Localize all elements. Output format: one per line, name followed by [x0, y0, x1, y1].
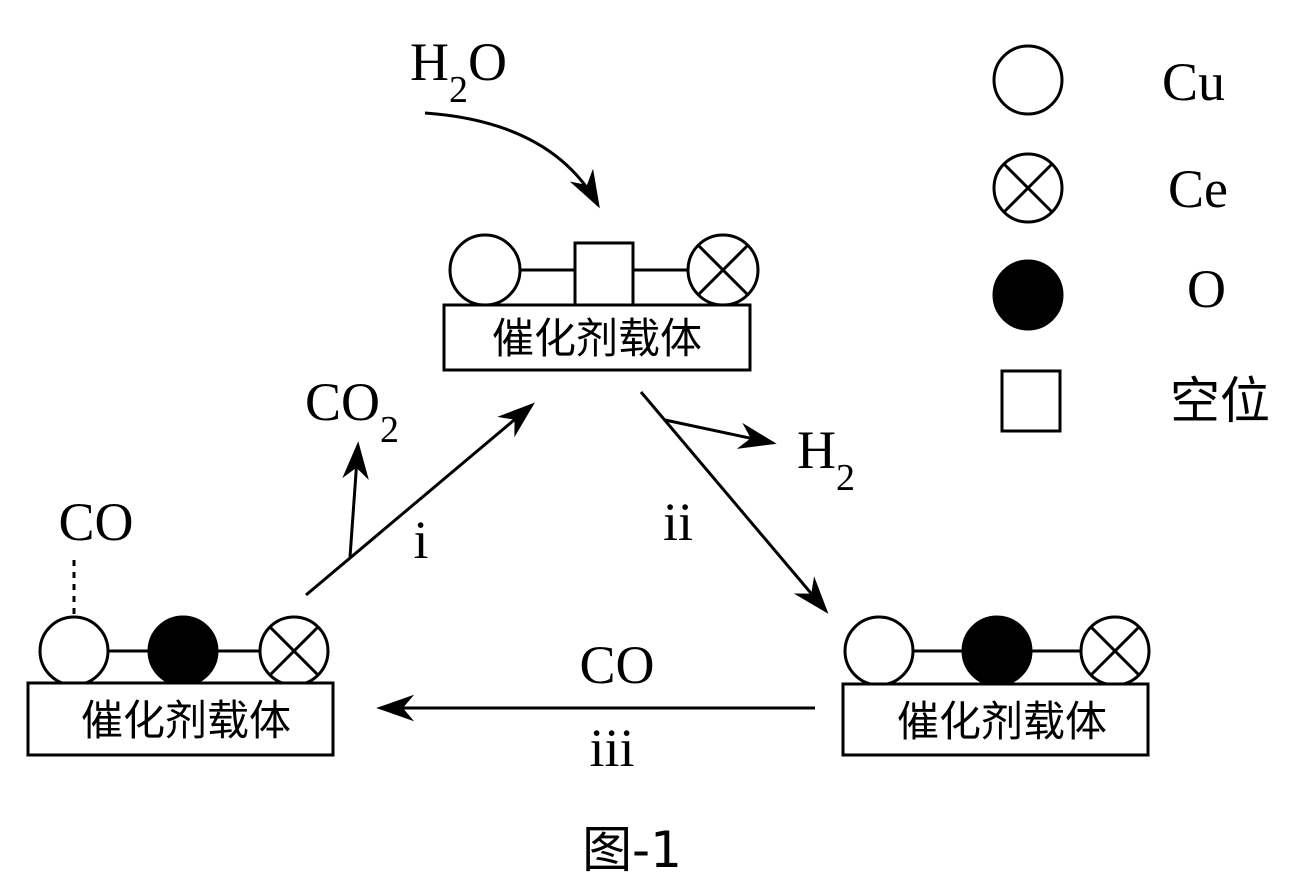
legend-o-symbol [992, 259, 1064, 331]
step-i-label: i [413, 510, 428, 570]
vacancy-site [573, 241, 635, 307]
cu-atom [38, 615, 110, 687]
h2-release-arrow [664, 418, 777, 449]
catalyst-support-box [26, 681, 335, 757]
cu-atom [843, 615, 915, 687]
o-atom [147, 615, 219, 687]
h2-label: H2 [797, 420, 855, 499]
catalyst-support-label: 催化剂载体 [81, 696, 291, 745]
step-ii-arrow [639, 391, 829, 614]
catalyst-right: 催化剂载体 [841, 615, 1151, 757]
h2o-label: H2O [410, 32, 507, 111]
step-iii-label: iii [589, 718, 634, 778]
catalyst-support-label: 催化剂载体 [492, 314, 702, 363]
h2o-input-arrow [424, 111, 600, 209]
adsorbed-co-label: CO [58, 492, 133, 552]
legend-vacancy-symbol [1000, 369, 1062, 433]
catalyst-support-box [841, 682, 1150, 757]
legend-ce-symbol [992, 152, 1064, 224]
legend-cu-label: Cu [1162, 52, 1225, 112]
legend-cu-symbol [992, 44, 1064, 116]
legend: Cu Ce O 空位 [992, 44, 1270, 433]
catalyst-top: 催化剂载体 [442, 233, 760, 372]
step-iii-co-label: CO [579, 635, 654, 695]
catalyst-left: 催化剂载体 CO [26, 492, 335, 757]
co2-release-arrow [342, 441, 369, 558]
o-atom [961, 615, 1033, 687]
catalyst-support-label: 催化剂载体 [897, 697, 1107, 746]
co2-label: CO2 [305, 372, 399, 451]
ce-atom [686, 233, 760, 307]
catalyst-support-box [442, 303, 752, 372]
ce-atom [258, 615, 330, 687]
ce-atom [1079, 615, 1151, 687]
cu-atom [448, 233, 522, 307]
step-ii-label: ii [663, 492, 693, 552]
figure-caption: 图-1 [582, 821, 682, 879]
legend-vacancy-label: 空位 [1170, 372, 1270, 430]
legend-ce-label: Ce [1168, 159, 1228, 219]
step-i-arrow [305, 402, 535, 597]
legend-o-label: O [1187, 259, 1226, 319]
